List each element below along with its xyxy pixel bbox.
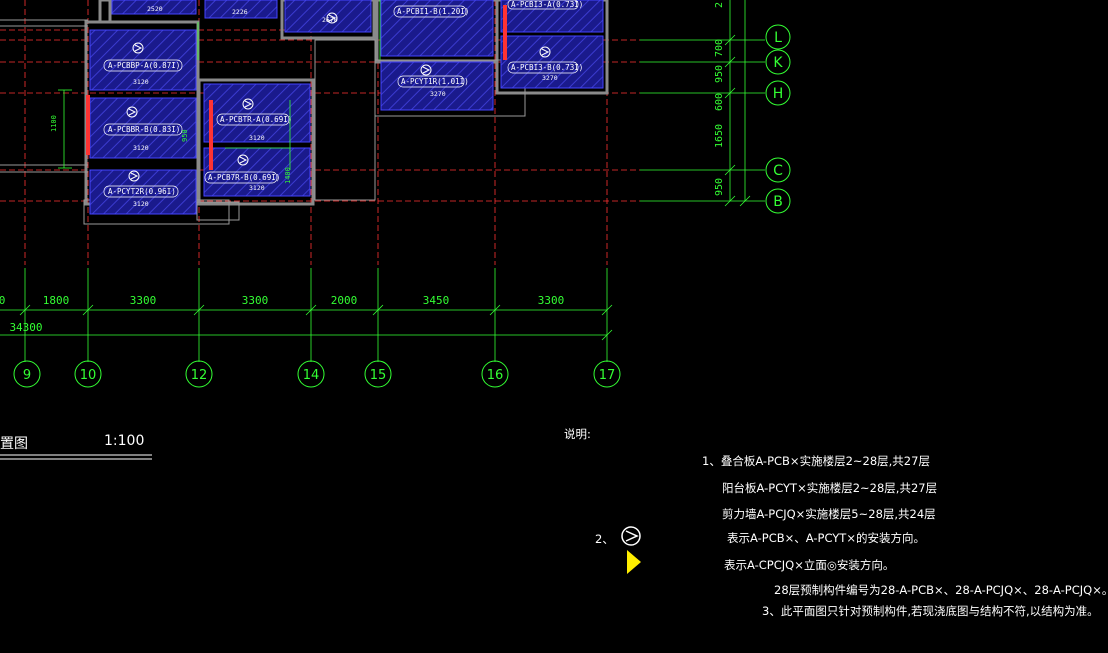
svg-text:3120: 3120 xyxy=(133,78,149,86)
axis-bubble-9 xyxy=(13,360,41,388)
panel-label: A-PCBBP-A(0.87I) xyxy=(108,61,180,70)
svg-text:700: 700 xyxy=(714,39,725,57)
title-underline xyxy=(0,454,152,460)
bottom-dimension-text: 0 1800 3300 3300 2000 3450 3300 34300 xyxy=(0,294,564,334)
notes-heading: 说明: xyxy=(564,427,591,441)
axis-bubble-L xyxy=(765,24,791,50)
svg-text:3120: 3120 xyxy=(133,200,149,208)
svg-text:3120: 3120 xyxy=(249,184,265,192)
panel-direction-symbols xyxy=(126,12,551,182)
note-1-line-1: 1、叠合板A-PCB×实施楼层2~28层,共27层 xyxy=(702,454,930,468)
note-2-line-3: 28层预制构件编号为28-A-PCB×、28-A-PCJQ×、28-A-PCJQ… xyxy=(774,583,1108,597)
note-1-line-2: 阳台板A-PCYT×实施楼层2~28层,共27层 xyxy=(722,481,938,495)
panel-label: A-PCBTR-A(0.69I) xyxy=(220,115,292,124)
svg-text:K: K xyxy=(773,55,783,71)
panel-label: A-PCBI3-A(0.73I) xyxy=(511,0,583,9)
svg-text:3270: 3270 xyxy=(430,90,446,98)
drawing-title: 置图 xyxy=(0,436,28,452)
precast-panels xyxy=(89,0,604,215)
svg-text:2226: 2226 xyxy=(232,8,248,16)
red-wall-tags xyxy=(86,5,507,170)
axis-bubble-14 xyxy=(297,360,325,388)
note-1-line-3: 剪力墙A-PCJQ×实施楼层5~28层,共24层 xyxy=(722,507,936,521)
svg-text:3300: 3300 xyxy=(242,294,269,307)
panel-label: A-PCBBR-B(0.83I) xyxy=(108,125,180,134)
svg-text:C: C xyxy=(773,163,783,179)
panel-label: A-PCYT2R(0.96I) xyxy=(108,187,176,196)
axis-bubble-12 xyxy=(185,360,213,388)
svg-text:17: 17 xyxy=(599,368,616,383)
bottom-dimension-chain xyxy=(0,268,613,362)
panel-labels: A-PCBBP-A(0.87I) A-PCBBR-B(0.83I) A-PCYT… xyxy=(103,0,583,198)
note-2-number: 2、 xyxy=(595,532,614,546)
svg-text:950: 950 xyxy=(181,129,189,142)
column-axis-labels: 9 10 12 14 15 16 17 xyxy=(23,368,615,383)
svg-text:1650: 1650 xyxy=(714,124,725,148)
panel-label: A-PCBI3-B(0.73I) xyxy=(511,63,583,72)
small-dimensions: 2520 2226 2670 3120 3120 3120 3120 3120 … xyxy=(133,5,558,208)
svg-text:600: 600 xyxy=(714,93,725,111)
svg-text:3270: 3270 xyxy=(542,74,558,82)
svg-text:16: 16 xyxy=(487,368,504,383)
install-direction-icon xyxy=(621,526,641,546)
svg-text:3300: 3300 xyxy=(538,294,565,307)
drawing-scale: 1:100 xyxy=(104,433,145,449)
right-dimension-chain xyxy=(640,0,765,207)
note-2-line-2: 表示A-CPCJQ×立面◎安装方向。 xyxy=(724,558,895,572)
column-axis-bubbles xyxy=(13,360,621,388)
axis-bubble-10 xyxy=(74,360,102,388)
axis-bubble-K xyxy=(765,49,791,75)
axis-bubble-17 xyxy=(593,360,621,388)
axis-bubble-15 xyxy=(364,360,392,388)
axis-bubble-H xyxy=(765,80,791,106)
svg-text:2670: 2670 xyxy=(322,16,338,24)
panel-label: A-PCYT1R(1.01I) xyxy=(401,77,469,86)
svg-text:10: 10 xyxy=(80,368,97,383)
svg-text:12: 12 xyxy=(191,368,208,383)
wall-direction-triangle-icon xyxy=(627,550,641,574)
svg-text:2520: 2520 xyxy=(147,5,163,13)
svg-text:3450: 3450 xyxy=(423,294,450,307)
svg-text:14: 14 xyxy=(303,368,320,383)
svg-text:B: B xyxy=(773,194,783,210)
svg-text:950: 950 xyxy=(714,65,725,83)
svg-text:L: L xyxy=(774,30,782,46)
svg-text:3300: 3300 xyxy=(130,294,157,307)
svg-text:3120: 3120 xyxy=(249,134,265,142)
panel-label: A-PCBI1-B(1.20I) xyxy=(397,7,469,16)
panel-label: A-PCB7R-B(0.69I) xyxy=(208,173,280,182)
svg-text:1400: 1400 xyxy=(284,167,292,184)
total-dimension: 34300 xyxy=(9,321,42,334)
svg-text:2000: 2000 xyxy=(331,294,358,307)
svg-text:9: 9 xyxy=(23,368,31,383)
svg-text:1100: 1100 xyxy=(50,115,58,132)
row-axis-bubbles xyxy=(765,24,791,214)
note-3: 3、此平面图只针对预制构件,若现浇底图与结构不符,以结构为准。 xyxy=(762,604,1099,618)
inner-dimension-text: 1100 1400 950 xyxy=(50,115,292,184)
axis-bubble-16 xyxy=(481,360,509,388)
axis-bubble-B xyxy=(765,188,791,214)
svg-text:0: 0 xyxy=(0,294,5,307)
svg-text:950: 950 xyxy=(714,178,725,196)
inner-dimension-lines xyxy=(58,0,381,170)
row-axis-labels: L K H C B xyxy=(773,30,784,210)
svg-text:3120: 3120 xyxy=(133,144,149,152)
svg-text:2: 2 xyxy=(714,2,725,8)
svg-text:1800: 1800 xyxy=(43,294,70,307)
right-dimension-text: 700 950 600 1650 950 2 xyxy=(714,2,725,196)
svg-text:15: 15 xyxy=(370,368,387,383)
axis-bubble-C xyxy=(765,157,791,183)
svg-text:H: H xyxy=(773,86,784,102)
note-2-line-1: 表示A-PCB×、A-PCYT×的安装方向。 xyxy=(727,531,925,545)
